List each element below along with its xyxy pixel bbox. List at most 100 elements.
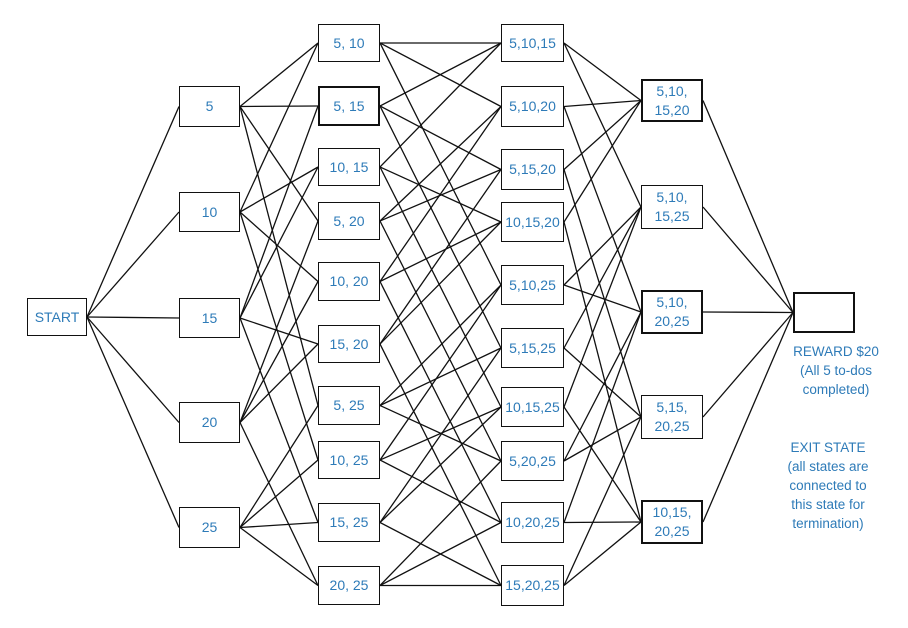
edge-p5_20-t5_20_25 [379, 220, 502, 462]
edge-s25-p5_25 [239, 405, 319, 528]
edge-p5_15-t5_15_20 [379, 105, 502, 171]
edge-s10-p10_15 [239, 166, 319, 213]
edge-p10_25-t10_20_25 [379, 459, 502, 524]
edge-start-s25 [86, 316, 180, 528]
state-node-5-10-15-20: 5,10, 15,20 [641, 79, 703, 122]
edge-p10_15-t10_15_25 [379, 166, 502, 408]
edge-t15_20_25-q10_15_20_25 [563, 521, 642, 587]
start-label: START [34, 308, 80, 325]
edge-t10_20_25-q10_15_20_25 [563, 521, 642, 524]
edge-p10_25-t10_15_25 [379, 406, 502, 461]
edge-s20-p20_25 [239, 422, 319, 586]
state-node-5-15-20-25: 5,15, 20,25 [641, 395, 703, 439]
start-node: START [27, 298, 87, 336]
state-node-5-10-20: 5,10,20 [501, 86, 564, 127]
edge-t5_15_20-q5_15_20_25 [563, 169, 642, 418]
edge-p20_25-t10_20_25 [379, 521, 502, 587]
edge-t10_20_25-q5_10_20_25 [563, 311, 642, 523]
edge-t5_20_25-q5_15_20_25 [563, 416, 642, 462]
edge-start-s20 [86, 316, 180, 423]
edge-p5_25-t5_10_25 [379, 284, 502, 406]
edge-t5_15_25-q5_10_15_25 [563, 206, 642, 349]
edge-p15_20-t5_15_20 [379, 169, 502, 345]
edge-s20-p10_20 [239, 281, 319, 423]
state-node-5: 5 [179, 86, 240, 127]
edge-q5_10_20_25-exit [702, 311, 794, 314]
edge-t15_20_25-q5_15_20_25 [563, 416, 642, 586]
edge-s10-p10_25 [239, 211, 319, 461]
state-node-5-10-15-25: 5,10, 15,25 [641, 185, 703, 229]
edge-t5_10_20-q5_10_20_25 [563, 106, 642, 313]
edge-q5_10_15_20-exit [702, 100, 794, 313]
edge-p10_20-t10_15_20 [379, 221, 502, 283]
state-node-5-15: 5, 15 [318, 86, 380, 126]
state-node-20-25: 20, 25 [318, 566, 380, 605]
edge-p15_20-t10_15_20 [379, 221, 502, 345]
state-node-5-20: 5, 20 [318, 202, 380, 240]
state-node-5-25: 5, 25 [318, 386, 380, 425]
edge-s15-p15_25 [239, 317, 319, 523]
state-node-10: 10 [179, 192, 240, 232]
edge-s20-p15_20 [239, 343, 319, 423]
edge-p15_25-t10_15_25 [379, 406, 502, 523]
state-node-15: 15 [179, 298, 240, 338]
edge-t5_10_25-q5_10_15_25 [563, 206, 642, 286]
edge-p10_25-t5_10_25 [379, 284, 502, 461]
edge-start-s15 [86, 316, 180, 319]
edge-s20-p5_20 [239, 220, 319, 423]
edge-t5_15_25-q5_15_20_25 [563, 347, 642, 418]
state-node-10-15-20-25: 10,15, 20,25 [641, 500, 703, 544]
edge-t5_10_20-q5_10_15_20 [563, 99, 642, 108]
edge-t10_15_20-q10_15_20_25 [563, 221, 642, 523]
exit-state-caption: EXIT STATE (all states are connected to … [787, 440, 869, 531]
edge-t5_10_15-q5_10_15_20 [563, 42, 642, 102]
state-node-10-15-25: 10,15,25 [501, 387, 564, 427]
edge-s5-p5_10 [239, 42, 319, 108]
edge-s25-p15_25 [239, 521, 319, 529]
edge-s5-p5_20 [239, 106, 319, 222]
state-node-10-25: 10, 25 [318, 441, 380, 479]
edge-s25-p10_25 [239, 459, 319, 528]
exit-state-node [793, 292, 855, 333]
edge-t5_20_25-q5_10_20_25 [563, 311, 642, 462]
state-node-10-15: 10, 15 [318, 148, 380, 186]
state-node-10-20: 10, 20 [318, 262, 380, 301]
state-node-20: 20 [179, 402, 240, 443]
edge-s25-p20_25 [239, 526, 319, 587]
edge-s15-p5_15 [239, 105, 319, 319]
edge-s10-p5_10 [239, 42, 319, 213]
edge-s10-p10_20 [239, 211, 319, 282]
edge-start-s10 [86, 211, 180, 318]
state-node-15-20-25: 15,20,25 [501, 565, 564, 606]
state-node-5-10-15: 5,10,15 [501, 24, 564, 62]
state-node-5-10-25: 5,10,25 [501, 265, 564, 305]
edge-q10_15_20_25-exit [702, 312, 794, 523]
state-node-5-10: 5, 10 [318, 24, 380, 62]
state-node-15-20: 15, 20 [318, 325, 380, 363]
edge-t5_15_20-q5_10_15_20 [563, 100, 642, 170]
edge-p15_25-t5_15_25 [379, 347, 502, 523]
state-node-5-15-20: 5,15,20 [501, 149, 564, 190]
edge-start-s5 [86, 106, 180, 318]
edge-q5_10_15_25-exit [702, 206, 794, 313]
edge-p10_20-t5_10_20 [379, 106, 502, 282]
edge-t5_10_25-q5_10_20_25 [563, 284, 642, 313]
reward-caption: REWARD $20 (All 5 to-dos completed) [793, 344, 879, 397]
edge-p5_25-t5_15_25 [379, 347, 502, 407]
state-node-15-25: 15, 25 [318, 503, 380, 542]
edge-t5_10_15-q5_10_15_25 [563, 42, 642, 208]
state-node-5-20-25: 5,20,25 [501, 441, 564, 481]
state-node-10-15-20: 10,15,20 [501, 202, 564, 242]
edge-s15-p15_20 [239, 317, 319, 345]
edge-q5_15_20_25-exit [702, 312, 794, 418]
edge-p5_20-t5_15_20 [379, 168, 502, 222]
state-node-5-15-25: 5,15,25 [501, 328, 564, 368]
edge-p5_15-t5_10_15 [379, 42, 502, 107]
state-node-5-10-20-25: 5,10, 20,25 [641, 290, 703, 334]
edge-p20_25-t5_20_25 [379, 460, 502, 586]
edge-s5-p5_15 [239, 105, 319, 108]
state-node-25: 25 [179, 507, 240, 548]
edge-t10_15_25-q10_15_20_25 [563, 406, 642, 523]
edge-p10_15-t5_10_15 [379, 42, 502, 168]
